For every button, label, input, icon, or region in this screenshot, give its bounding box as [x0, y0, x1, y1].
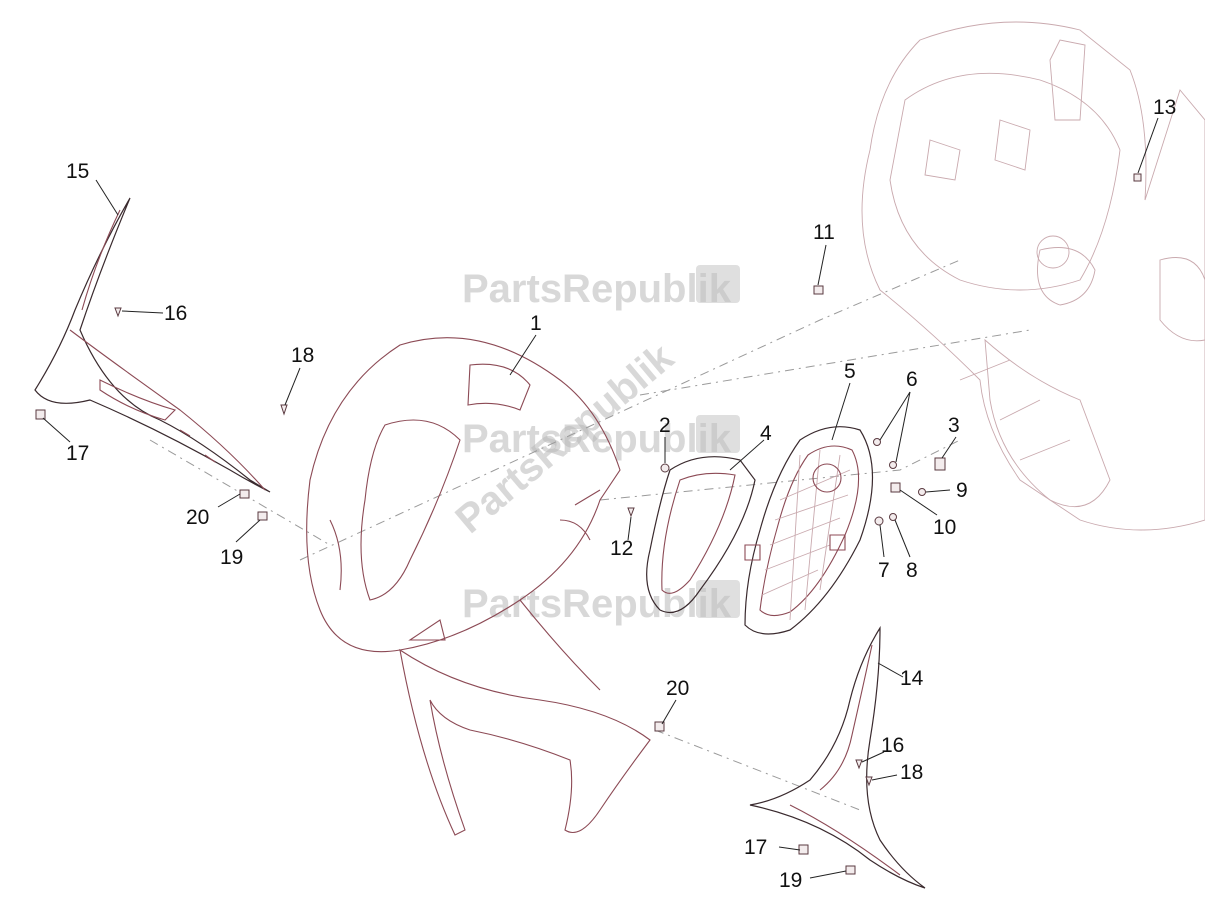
callout-1: 1	[530, 312, 542, 335]
callout-2: 2	[659, 414, 671, 437]
callout-5: 5	[844, 360, 856, 383]
watermark-logo-icon	[696, 415, 740, 453]
axis-middle	[599, 439, 961, 501]
bracket-3	[934, 457, 946, 471]
part-headlight-grille	[744, 426, 873, 635]
screw-16-left	[114, 307, 122, 318]
callout-3: 3	[948, 414, 960, 437]
axis-lower	[654, 729, 861, 811]
screw-18-left	[280, 404, 288, 416]
clip-10	[890, 482, 901, 493]
hardware	[35, 285, 946, 875]
clip-17-right	[798, 844, 809, 855]
leader-lines	[42, 117, 1159, 879]
clip-19-left	[257, 511, 268, 521]
callout-7: 7	[878, 559, 890, 582]
watermark-text: PartsRepublik	[462, 582, 732, 626]
callout-17-left: 17	[66, 442, 89, 465]
callout-18-left: 18	[291, 344, 314, 367]
clip-19-right	[845, 865, 856, 875]
callout-4: 4	[760, 422, 772, 445]
callout-18-right: 18	[900, 761, 923, 784]
callout-19-right: 19	[779, 869, 802, 892]
callout-12: 12	[610, 537, 633, 560]
axis-left-panel	[149, 439, 331, 546]
part-left-side-panel	[34, 197, 271, 493]
callout-20-left: 20	[186, 506, 209, 529]
callout-16-left: 16	[164, 302, 187, 325]
callout-6: 6	[906, 368, 918, 391]
clip-17-left	[35, 409, 46, 420]
callout-8: 8	[906, 559, 918, 582]
callout-labels: 1 2 3 4 5 6 7 8 9 10 11 12 13 14 15 16 1…	[66, 96, 1176, 892]
watermarks: PartsRepublik PartsRepublik PartsRepubli…	[448, 265, 740, 626]
part-grille-frame	[646, 456, 756, 614]
axis-upper-right	[639, 329, 1031, 396]
callout-10: 10	[933, 516, 956, 539]
part-frame-assembly	[861, 21, 1205, 531]
nut-20-left	[239, 489, 250, 499]
clip-11	[813, 285, 824, 295]
callout-15: 15	[66, 160, 89, 183]
callout-14: 14	[900, 667, 924, 690]
watermark-middle: PartsRepublik	[462, 415, 740, 461]
washer-7	[874, 516, 884, 526]
callout-19-left: 19	[220, 546, 243, 569]
watermark-top: PartsRepublik	[462, 265, 740, 311]
screw-6b	[889, 461, 897, 469]
screw-9	[918, 488, 926, 496]
screw-2	[660, 463, 670, 473]
screw-16-right	[855, 759, 863, 770]
callout-20-right: 20	[666, 677, 689, 700]
screw-18-right	[865, 776, 873, 787]
callout-13: 13	[1153, 96, 1176, 119]
callout-11: 11	[813, 221, 835, 244]
screw-12	[627, 507, 635, 518]
watermark-text: PartsRepublik	[462, 417, 732, 461]
assembly-axes	[149, 259, 1031, 811]
watermark-logo-icon	[696, 580, 740, 618]
nut-8	[889, 513, 897, 521]
clip-13	[1133, 173, 1142, 182]
screw-6a	[873, 438, 881, 446]
nut-20-right	[654, 721, 665, 732]
watermark-bottom: PartsRepublik	[462, 580, 740, 626]
callout-17-right: 17	[744, 836, 767, 859]
watermark-text: PartsRepublik	[462, 267, 732, 311]
watermark-logo-icon	[696, 265, 740, 303]
callout-9: 9	[956, 479, 968, 502]
axis-upper	[299, 259, 961, 561]
part-right-side-panel	[749, 625, 926, 889]
part-front-shield	[306, 337, 651, 836]
callout-16-right: 16	[881, 734, 904, 757]
